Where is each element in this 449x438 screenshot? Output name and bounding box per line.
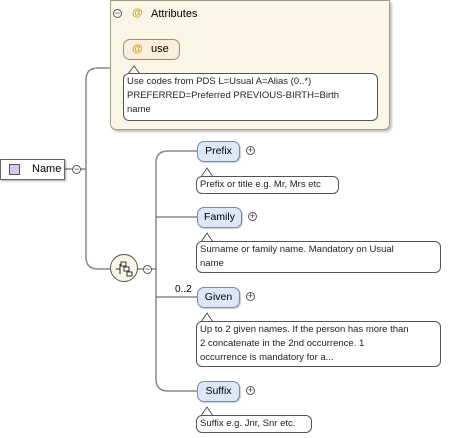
attributes-at-icon: @ <box>132 7 143 19</box>
family-doc: Surname or family name. Mandatory on Usu… <box>196 241 441 273</box>
use-at-icon: @ <box>132 43 143 55</box>
given-doc-line-2: 2 concatenate in the 2nd occurrence. 1 <box>200 338 365 349</box>
attributes-title: Attributes <box>151 8 198 20</box>
family-doc-pointer <box>201 232 214 242</box>
name-element-label: Name <box>32 163 62 175</box>
use-doc-line-3: name <box>127 104 151 115</box>
name-element[interactable]: Name <box>0 159 65 180</box>
use-doc-pointer <box>128 65 141 74</box>
prefix-doc: Prefix or title e.g. Mr, Mrs etc <box>196 176 339 194</box>
use-doc: Use codes from PDS L=Usual A=Alias (0..*… <box>123 73 378 121</box>
given-doc: Up to 2 given names. If the person has m… <box>196 321 441 367</box>
sequence-compositor[interactable] <box>110 254 138 282</box>
suffix-doc-text: Suffix e.g. Jnr, Snr etc. <box>200 418 296 429</box>
use-doc-line-1: Use codes from PDS L=Usual A=Alias (0..*… <box>127 76 312 87</box>
given-doc-line-3: occurrence is mandatory for a... <box>200 352 334 363</box>
given-cardinality: 0..2 <box>175 284 192 295</box>
prefix-doc-pointer <box>201 167 214 177</box>
given-doc-line-1: Up to 2 given names. If the person has m… <box>200 324 409 335</box>
attributes-collapse-icon[interactable]: − <box>113 8 122 18</box>
given-element[interactable]: Given <box>197 287 240 308</box>
prefix-doc-text: Prefix or title e.g. Mr, Mrs etc <box>200 179 321 190</box>
use-attribute-label: use <box>151 43 169 55</box>
family-doc-line-2: name <box>200 258 224 269</box>
suffix-element[interactable]: Suffix <box>197 381 240 402</box>
name-collapse-icon[interactable]: − <box>72 164 81 174</box>
element-icon <box>9 164 20 175</box>
suffix-doc-pointer <box>201 406 214 416</box>
family-doc-line-1: Surname or family name. Mandatory on Usu… <box>200 244 394 255</box>
suffix-doc: Suffix e.g. Jnr, Snr etc. <box>196 415 312 433</box>
use-attribute[interactable]: @ use <box>123 39 180 60</box>
prefix-expand-icon[interactable]: + <box>246 145 255 155</box>
prefix-element[interactable]: Prefix <box>197 141 240 162</box>
given-expand-icon[interactable]: + <box>246 291 255 301</box>
family-element[interactable]: Family <box>197 207 242 228</box>
suffix-expand-icon[interactable]: + <box>246 385 255 395</box>
given-doc-pointer <box>201 312 214 322</box>
family-expand-icon[interactable]: + <box>248 211 257 221</box>
sequence-icon <box>116 261 133 277</box>
sequence-collapse-icon[interactable]: − <box>143 264 152 274</box>
use-doc-line-2: PREFERRED=Preferred PREVIOUS-BIRTH=Birth <box>127 90 340 101</box>
